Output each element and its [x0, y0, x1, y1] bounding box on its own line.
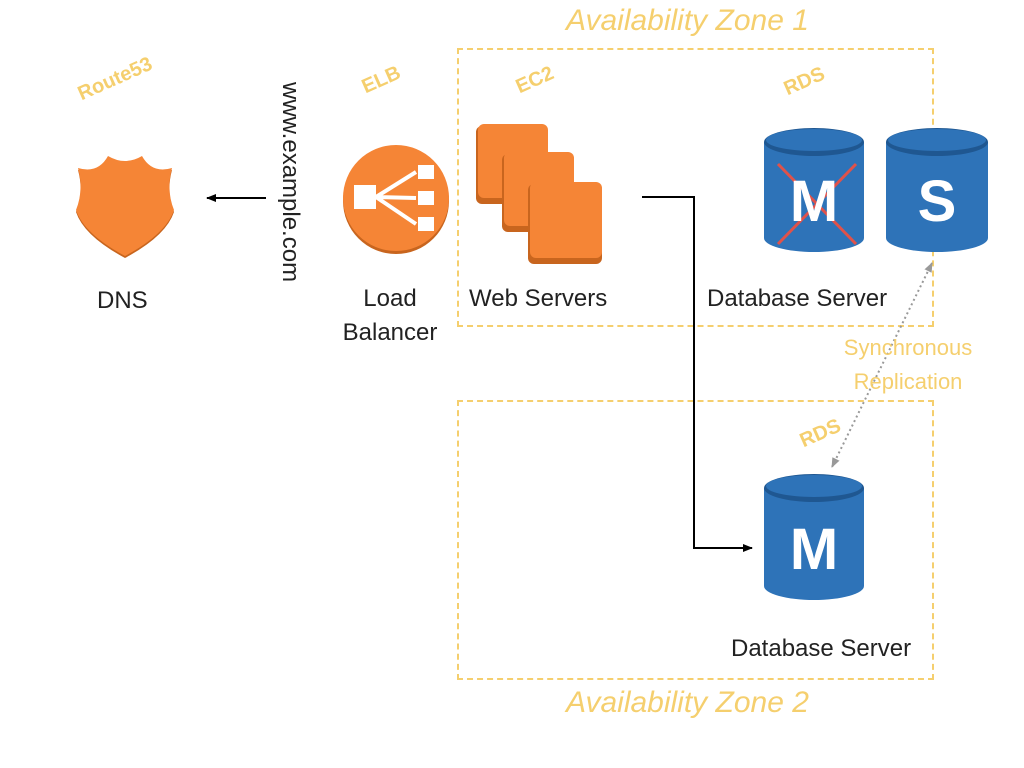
replication-label-line1: Synchronous: [843, 335, 973, 360]
standby-letter: S: [917, 169, 957, 234]
web-servers-label: Web Servers: [469, 285, 608, 312]
availability-zone-1-title: Availability Zone 1: [566, 4, 809, 37]
new-master-letter: M: [789, 517, 839, 582]
domain-url-label: www.example.com: [277, 82, 304, 283]
web-to-database-arrow: [642, 196, 753, 552]
load-balancer-label: Load Balancer: [335, 282, 445, 350]
load-balancer-label-line2: Balancer: [342, 319, 438, 346]
web-servers-icon: [476, 124, 602, 264]
database-server-zone2-label: Database Server: [731, 635, 912, 662]
new-master-database-icon: M: [762, 472, 866, 604]
synchronous-replication-label: Synchronous Replication: [828, 331, 988, 399]
availability-zone-2-box: [457, 400, 934, 680]
replication-label-line2: Replication: [853, 369, 963, 394]
database-server-zone1-label: Database Server: [707, 285, 888, 312]
failed-master-database-icon: M: [762, 126, 866, 256]
standby-database-icon: S: [884, 126, 990, 256]
availability-zone-2-title: Availability Zone 2: [566, 686, 809, 719]
failed-master-letter: M: [789, 169, 839, 234]
load-balancer-label-line1: Load: [363, 285, 417, 312]
load-balancer-icon: [343, 145, 449, 254]
dns-shield-icon: [76, 156, 174, 258]
dns-label: DNS: [97, 287, 148, 314]
